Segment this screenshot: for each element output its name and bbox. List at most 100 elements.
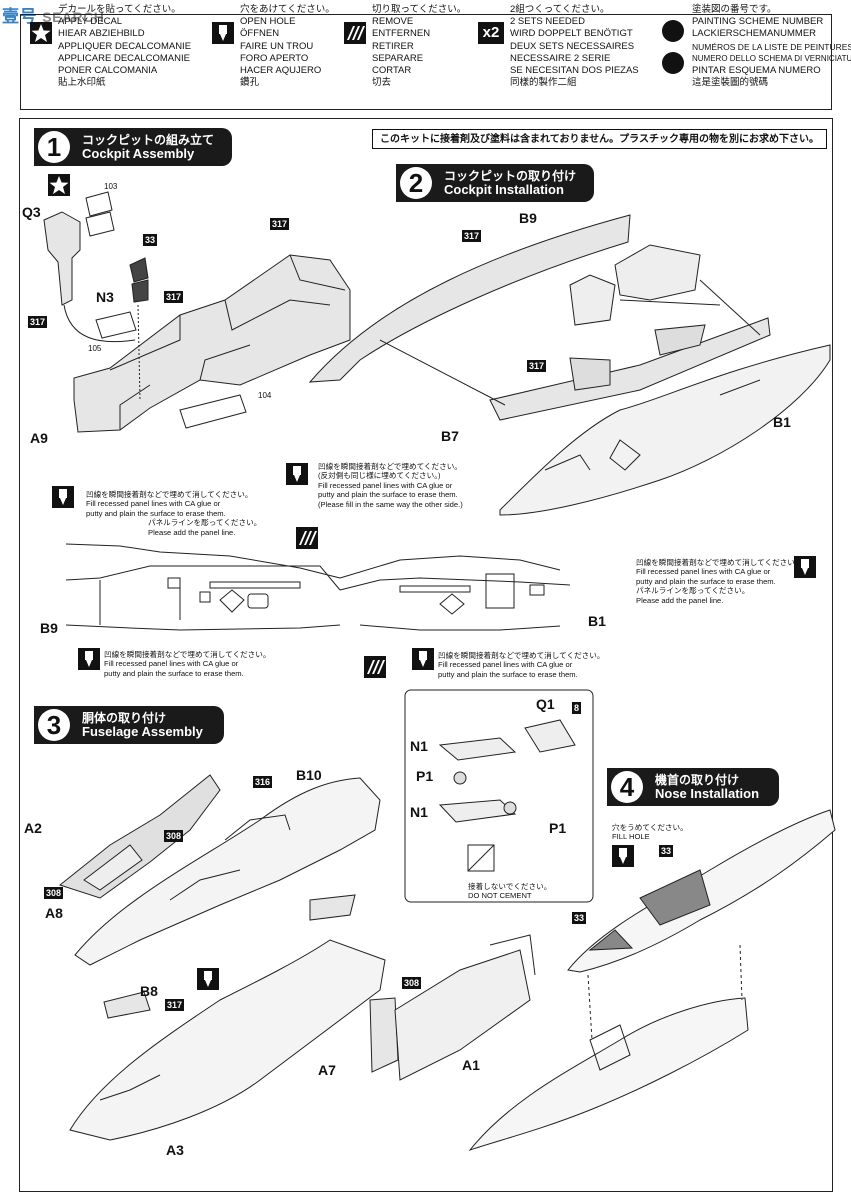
step-1-header: 1 コックピットの組み立て Cockpit Assembly: [34, 128, 232, 166]
decal-number: 105: [88, 344, 102, 353]
cockpit-tub-b7: [379, 244, 771, 421]
part-label-n3: N3: [96, 289, 114, 305]
step-3-header: 3 胴体の取り付け Fuselage Assembly: [34, 706, 224, 744]
b8-plate: [103, 991, 151, 1019]
fill-icon: [794, 556, 816, 578]
color-tag-33: 33: [659, 845, 674, 857]
step-3-title-en: Fuselage Assembly: [82, 724, 203, 739]
scheme-number-2-icon: [662, 52, 684, 74]
part-label-a3: A3: [166, 1142, 184, 1158]
color-tag-317: 317: [28, 316, 48, 328]
fill-panel-note: 凹線を瞬間接着剤などで埋めて消してください。Fill recessed pane…: [636, 558, 803, 605]
color-tag-317: 317: [527, 360, 547, 372]
cockpit-tub-drawing: [73, 254, 351, 433]
seat-drawing: [43, 211, 149, 401]
step-3-number: 3: [38, 709, 70, 741]
part-label-a2: A2: [24, 820, 42, 836]
fuselage-half-b1: [499, 344, 831, 516]
fill-panel-note: 凹線を瞬間接着剤などで埋めてください。(反対側も同じ様に埋めてください。)Fil…: [318, 462, 463, 509]
color-tag-33: 33: [572, 912, 587, 924]
drill-icon: [212, 22, 234, 44]
part-label-b7: B7: [441, 428, 459, 444]
watermark-sub: SEARCH: [42, 9, 105, 25]
star-decal-icon: [48, 174, 70, 196]
step-3-title-jp: 胴体の取り付け: [82, 711, 167, 725]
x2-icon: x2: [478, 22, 504, 44]
color-tag-308: 308: [402, 977, 422, 989]
nose-lower-drawing: [468, 997, 749, 1152]
part-label-b1-side: B1: [588, 613, 606, 629]
upper-fuselage-b10: [74, 777, 381, 966]
symbol-legend: [20, 14, 832, 110]
decal-number: 104: [258, 391, 272, 400]
part-label-n1-bottom: N1: [410, 804, 428, 820]
fill-icon: [286, 463, 308, 485]
side-view-b1: [339, 555, 571, 631]
part-label-a1: A1: [462, 1057, 480, 1073]
decal-number: 103: [104, 182, 118, 191]
fill-panel-note: 凹線を瞬間接着剤などで埋めて消してください。Fill recessed pane…: [104, 650, 271, 678]
decal-sheets: [85, 191, 247, 429]
cut-icon: [296, 527, 318, 549]
part-label-p1-top: P1: [416, 768, 434, 784]
part-label-b9-side: B9: [40, 620, 58, 636]
cut-icon: [344, 22, 366, 44]
do-not-cement-note: 接着しないでください。DO NOT CEMENT: [468, 882, 552, 901]
step-4-title-jp: 機首の取り付け: [655, 773, 740, 787]
side-view-b9: [65, 543, 341, 631]
star-icon: [30, 22, 52, 44]
cut-icon: [364, 656, 386, 678]
color-tag-8: 8: [572, 702, 582, 714]
step-4-title-en: Nose Installation: [655, 786, 760, 801]
color-tag-317: 317: [270, 218, 290, 230]
instruction-frame: [19, 118, 833, 1192]
scheme-number-1-icon: [662, 20, 684, 42]
part-label-a9: A9: [30, 430, 48, 446]
step-2-header: 2 コックピットの取り付け Cockpit Installation: [396, 164, 594, 202]
intake-parts: [369, 934, 536, 1081]
part-label-n1-top: N1: [410, 738, 428, 754]
part-label-b9: B9: [519, 210, 537, 226]
canopy-side-b9: [308, 214, 631, 383]
color-tag-316: 316: [253, 776, 273, 788]
drill-icon: [612, 845, 634, 867]
step-1-title-en: Cockpit Assembly: [82, 146, 195, 161]
color-tag-317: 317: [462, 230, 482, 242]
part-label-a7: A7: [318, 1062, 336, 1078]
fill-icon: [412, 648, 434, 670]
color-tag-317: 317: [165, 999, 185, 1011]
watermark-main: 壹号: [2, 7, 37, 26]
step-1-title-jp: コックピットの組み立て: [82, 133, 215, 147]
part-label-q3: Q3: [22, 204, 41, 220]
nose-upper-drawing: [567, 809, 836, 973]
part-label-b10: B10: [296, 767, 322, 783]
color-tag-308: 308: [164, 830, 184, 842]
color-tag-308: 308: [44, 887, 64, 899]
step-2-number: 2: [400, 167, 432, 199]
fill-panel-note: 凹線を瞬間接着剤などで埋めて消してください。Fill recessed pane…: [438, 651, 605, 679]
step-1-number: 1: [38, 131, 70, 163]
color-tag-33: 33: [143, 234, 158, 246]
part-label-a8: A8: [45, 905, 63, 921]
fill-icon: [78, 648, 100, 670]
fill-icon: [197, 968, 219, 990]
glue-paint-notice: このキットに接着剤及び塗料は含まれておりません。プラスチック専用の物を別にお求め…: [372, 129, 827, 149]
fill-icon: [52, 486, 74, 508]
color-tag-317: 317: [164, 291, 184, 303]
part-label-q1: Q1: [536, 696, 555, 712]
step-4-header: 4 機首の取り付け Nose Installation: [607, 768, 779, 806]
part-label-b1: B1: [773, 414, 791, 430]
step-4-number: 4: [611, 771, 643, 803]
pivot-inset-box: [404, 689, 594, 903]
fill-panel-note: 凹線を瞬間接着剤などで埋めて消してください。Fill recessed pane…: [86, 490, 262, 537]
lower-fuselage-a3: [69, 894, 386, 1141]
pivot-parts: [438, 719, 576, 872]
step-2-title-jp: コックピットの取り付け: [444, 169, 577, 183]
watermark: 壹号 SEARCH: [2, 2, 104, 27]
